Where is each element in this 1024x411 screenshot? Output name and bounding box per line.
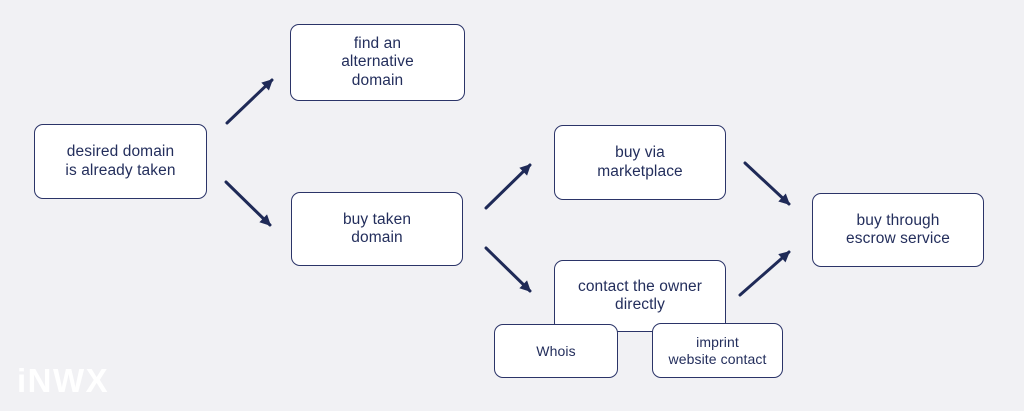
node-buy-taken-domain: buy taken domain: [291, 192, 463, 266]
node-desired-domain-taken: desired domain is already taken: [34, 124, 207, 199]
arrow-desired-to-alternative: [225, 78, 274, 125]
arrow-contact-to-escrow: [738, 250, 791, 297]
node-contact-owner-directly: contact the owner directly: [554, 260, 726, 332]
node-buy-through-escrow: buy through escrow service: [812, 193, 984, 267]
node-imprint-website-contact: imprint website contact: [652, 323, 783, 378]
inwx-logo: iNWX: [17, 362, 110, 399]
arrow-desired-to-buy-taken: [224, 180, 272, 227]
node-whois: Whois: [494, 324, 618, 378]
node-buy-via-marketplace: buy via marketplace: [554, 125, 726, 200]
arrow-marketplace-to-escrow: [743, 161, 791, 206]
arrow-buy-taken-to-marketplace: [484, 163, 532, 210]
node-find-alternative-domain: find an alternative domain: [290, 24, 465, 101]
arrow-buy-taken-to-contact: [484, 246, 532, 293]
